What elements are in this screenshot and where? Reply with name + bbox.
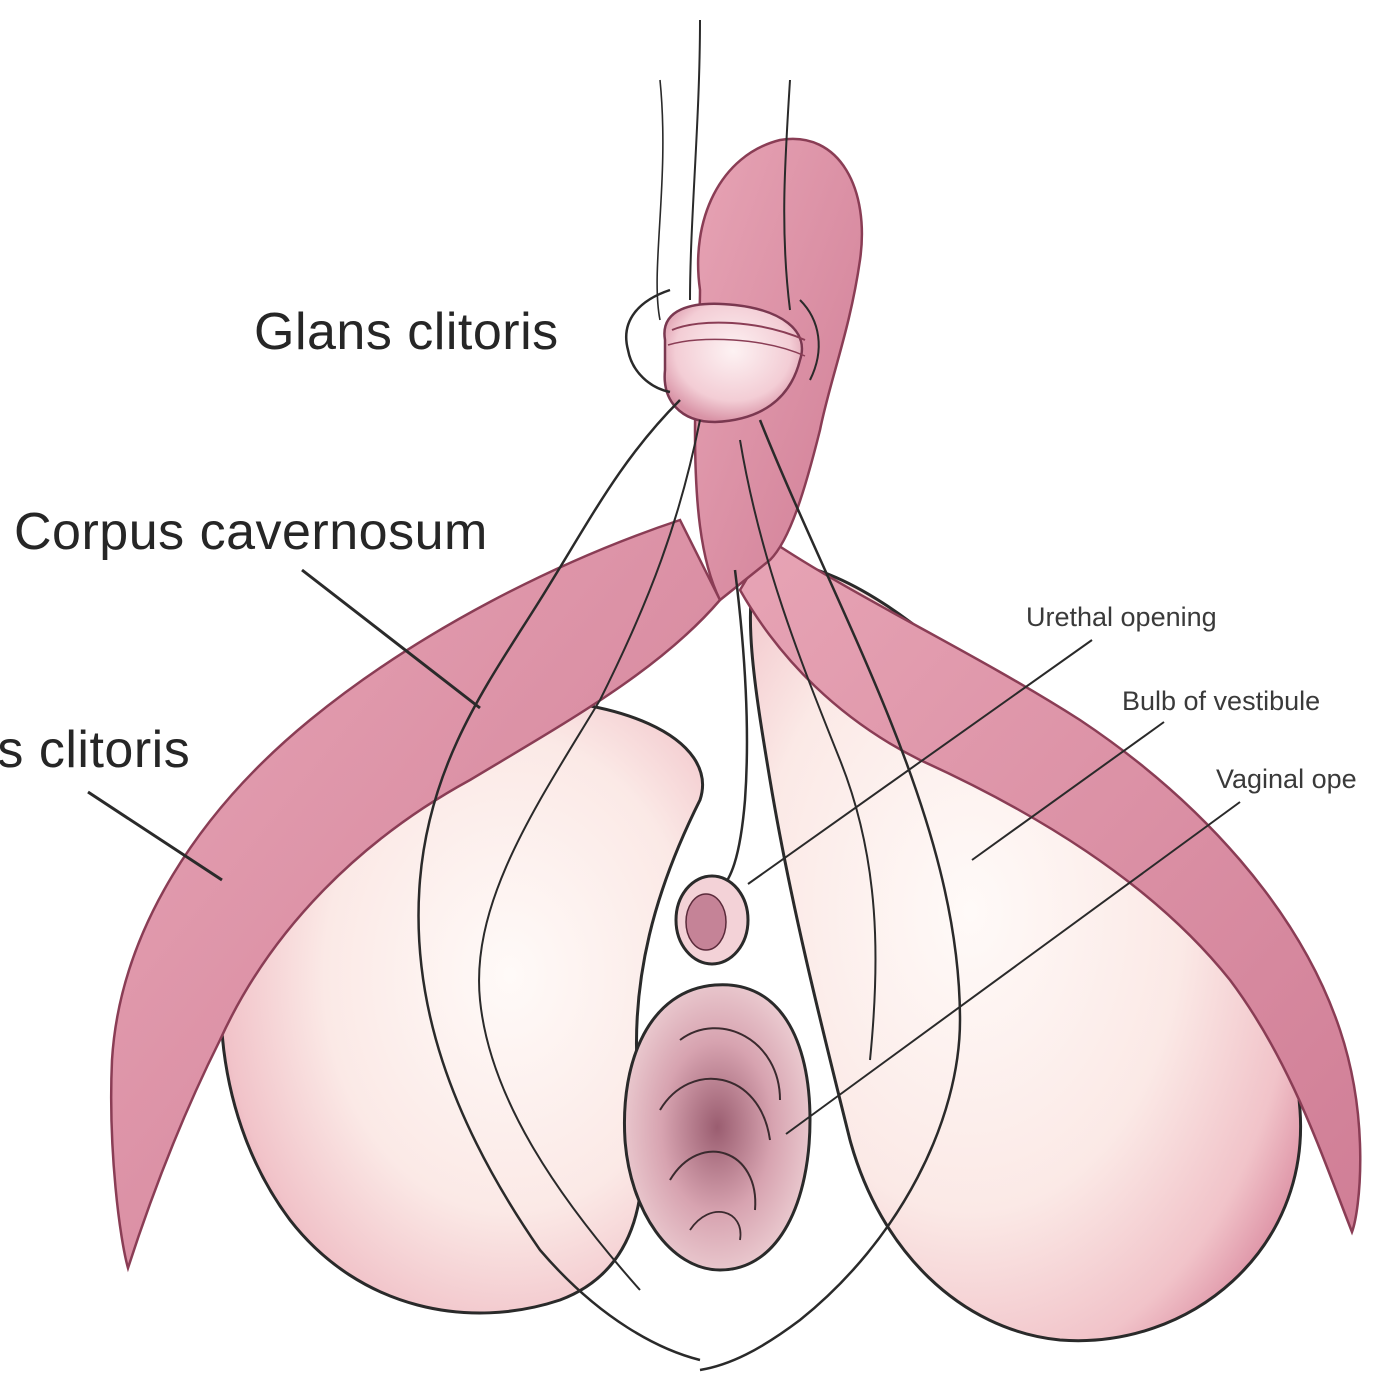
label-vaginal-opening: Vaginal ope	[1216, 766, 1357, 793]
label-urethral-opening: Urethal opening	[1026, 604, 1217, 631]
urethral-opening-inner	[686, 894, 726, 950]
vestibule-line	[720, 570, 747, 890]
suspensory-line-3	[657, 80, 663, 320]
label-corpus-cavernosum: Corpus cavernosum	[14, 506, 488, 558]
label-body-clitoris: us clitoris	[0, 724, 190, 776]
label-bulb-of-vestibule: Bulb of vestibule	[1122, 688, 1320, 715]
label-glans-clitoris: Glans clitoris	[254, 306, 559, 358]
